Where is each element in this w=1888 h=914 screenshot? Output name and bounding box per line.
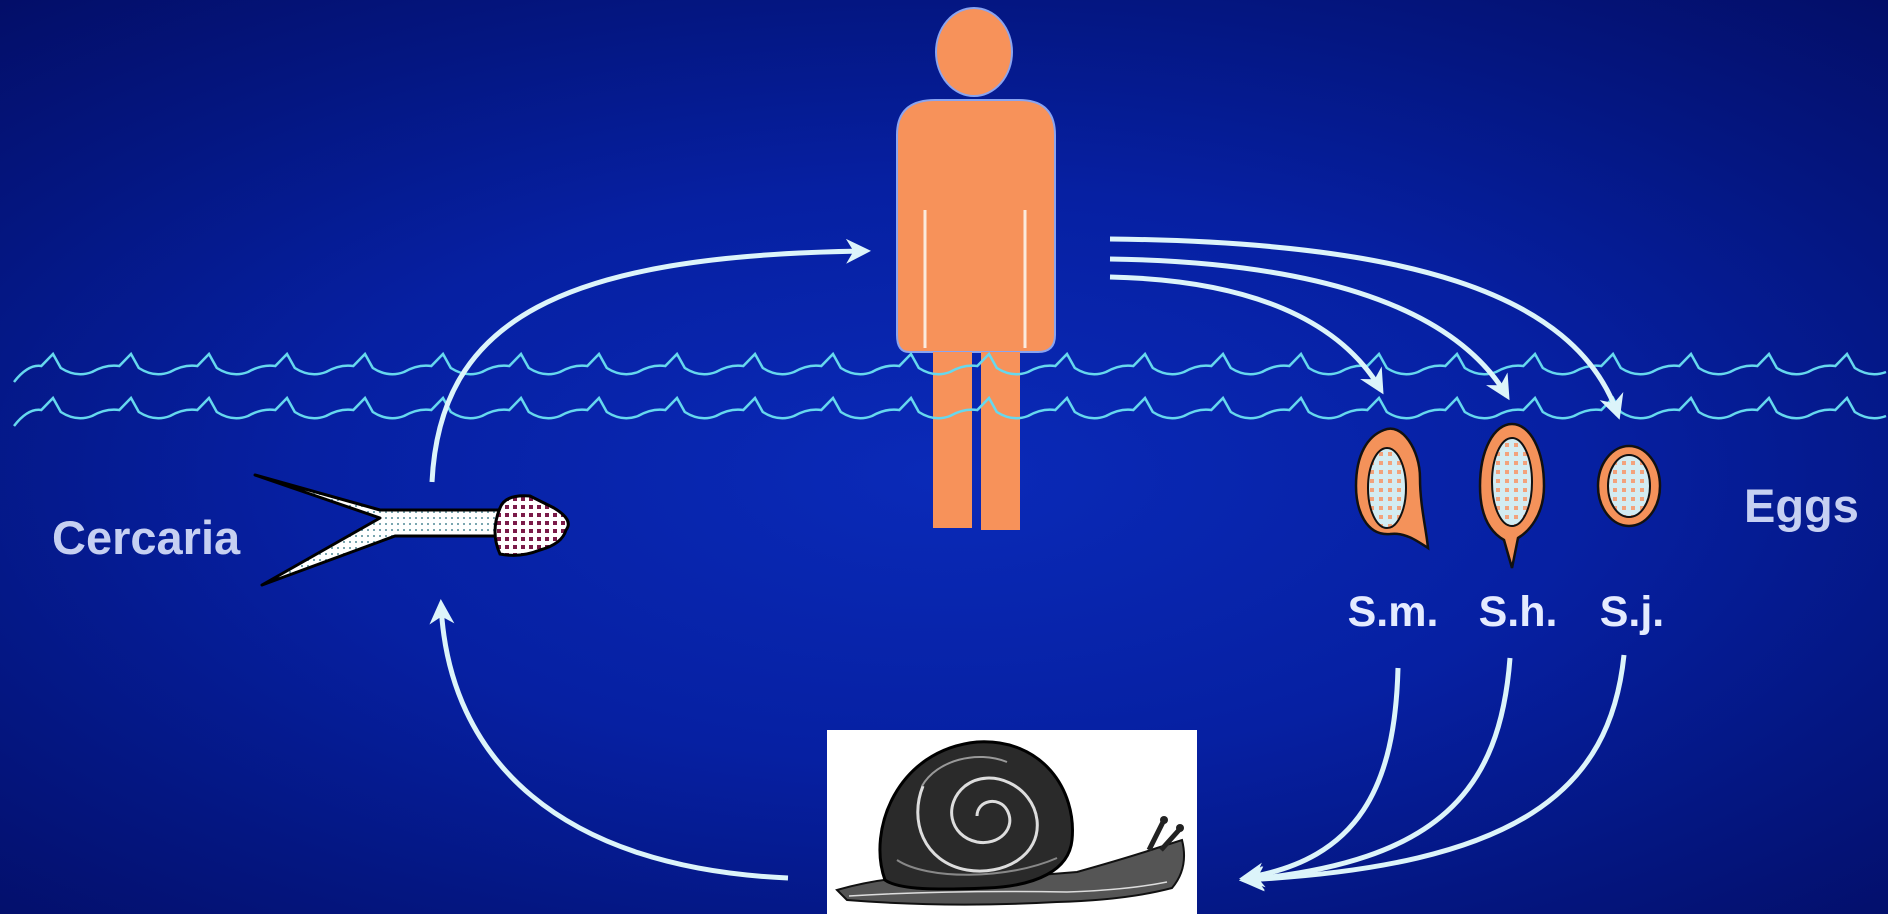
egg-icon-sm — [1356, 429, 1428, 548]
species-label-sj: S.j. — [1600, 588, 1665, 637]
species-label-sh: S.h. — [1479, 588, 1558, 637]
eggs-label: Eggs — [1744, 478, 1859, 533]
egg-icon-sh — [1480, 424, 1544, 568]
egg-icon-sj — [1598, 446, 1660, 526]
cercaria-icon — [255, 475, 568, 585]
arrow-snail-to-cercaria — [441, 604, 788, 878]
cercaria-label: Cercaria — [52, 510, 240, 565]
arrow-sm-to-snail — [1244, 668, 1398, 878]
snail-image — [827, 730, 1197, 914]
snail-icon — [827, 730, 1197, 914]
human-figure-icon — [897, 8, 1055, 530]
arrow-human-to-sj-egg — [1110, 239, 1618, 415]
arrow-sh-to-snail — [1244, 658, 1510, 880]
species-label-sm: S.m. — [1348, 588, 1439, 637]
arrow-sj-to-snail — [1244, 655, 1624, 880]
